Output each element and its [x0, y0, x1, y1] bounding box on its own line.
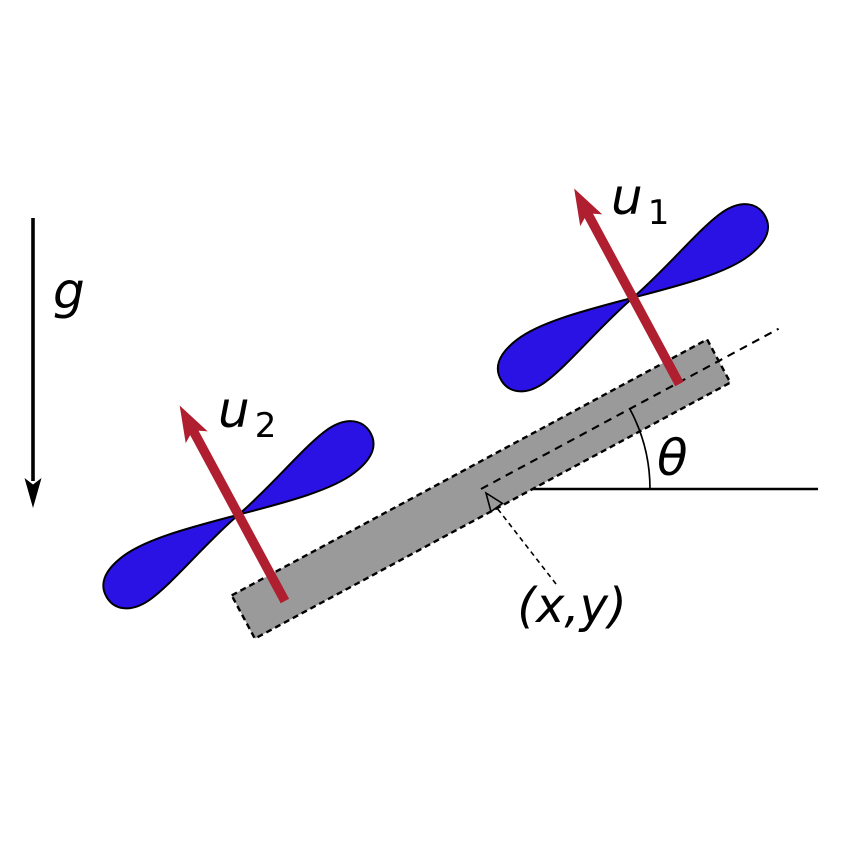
gravity-vector: g — [24, 218, 85, 508]
thrust-2-arrow-head — [179, 405, 208, 444]
thrust-2-label-subscript: 2 — [255, 406, 277, 446]
rotor-1 — [486, 188, 780, 402]
position-annotation: (x,y) — [484, 491, 627, 634]
position-pointer-open-arrowhead — [484, 491, 504, 514]
thrust-2-label: u 2 — [218, 381, 276, 446]
body-axis-dashed-line — [480, 327, 780, 490]
thrust-1-label-base: u — [611, 168, 643, 226]
gravity-arrow-head — [24, 478, 42, 508]
thrust-1-arrow-head — [574, 188, 603, 227]
thrust-2-arrow-shaft — [187, 426, 290, 604]
position-label: (x,y) — [517, 578, 627, 634]
thrust-2-label-base: u — [218, 381, 250, 439]
thrust-1-arrow-shaft — [582, 209, 684, 387]
theta-label: θ — [657, 429, 688, 487]
rotor-2-blade-left — [91, 496, 256, 619]
rotor-1-blade-left — [486, 279, 650, 402]
gravity-label: g — [53, 262, 85, 320]
thrust-1-label: u 1 — [611, 168, 669, 233]
airframe — [230, 327, 780, 641]
rotor-2 — [91, 405, 386, 619]
thrust-1-label-subscript: 1 — [648, 193, 670, 233]
position-pointer-line — [496, 507, 557, 585]
theta-angle-arc — [629, 408, 651, 490]
